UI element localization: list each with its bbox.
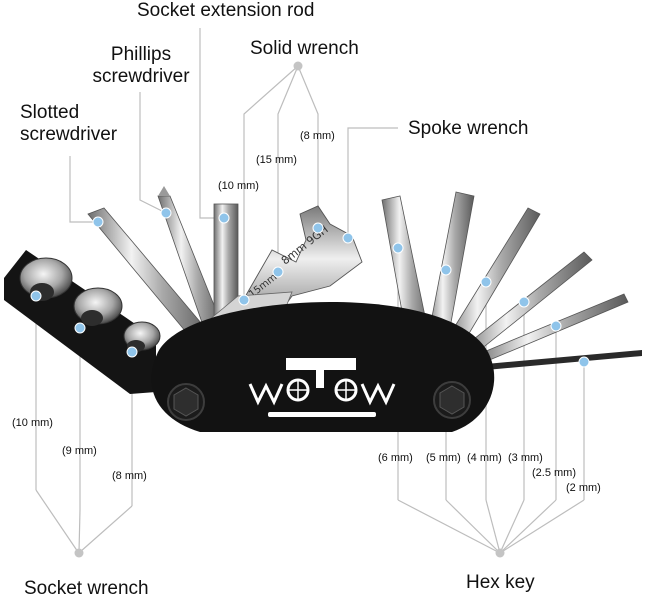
label-spoke-wrench: Spoke wrench <box>408 118 529 139</box>
leader-phillips <box>139 92 167 214</box>
leader-slotted <box>69 156 98 223</box>
leader-solid-b <box>277 65 299 272</box>
dot-wrench-8 <box>312 222 324 234</box>
size-hex-5mm: (5 mm) <box>426 452 461 464</box>
size-socket-8mm: (8 mm) <box>112 470 147 482</box>
label-phillips-line1: Phillips <box>110 44 172 65</box>
label-phillips-line2: screwdriver <box>92 66 190 87</box>
leader-solid-c <box>297 65 319 228</box>
dot-wrench-10 <box>238 294 250 306</box>
dot-socket-10 <box>30 290 42 302</box>
hex-2mm <box>486 350 642 370</box>
dot-phillips <box>160 207 172 219</box>
dot-extension <box>218 212 230 224</box>
dot-spoke <box>342 232 354 244</box>
size-wrench-10mm: (10 mm) <box>218 180 259 192</box>
dot-solid-wrench-hub <box>293 61 303 71</box>
label-socket-extension-rod: Socket extension rod <box>137 0 315 21</box>
leader-spoke <box>347 127 398 238</box>
dot-hex-2 <box>578 356 590 368</box>
leader-socket-a2 <box>35 489 79 553</box>
dot-socket-8 <box>126 346 138 358</box>
leader-solid-a <box>243 65 299 300</box>
size-wrench-8mm: (8 mm) <box>300 130 335 142</box>
label-socket-wrench: Socket wrench <box>24 578 149 599</box>
dot-hex-5 <box>440 264 452 276</box>
label-slotted-line2: screwdriver <box>20 124 118 145</box>
label-hex-key: Hex key <box>466 572 535 593</box>
tool-body <box>151 302 495 432</box>
dot-socket-9 <box>74 322 86 334</box>
dot-hex-4 <box>480 276 492 288</box>
size-hex-6mm: (6 mm) <box>378 452 413 464</box>
size-socket-10mm: (10 mm) <box>12 417 53 429</box>
dot-hex-3 <box>518 296 530 308</box>
label-phillips: Phillips screwdriver <box>86 44 196 88</box>
size-wrench-15mm: (15 mm) <box>256 154 297 166</box>
size-hex-3mm: (3 mm) <box>508 452 543 464</box>
marker-dots <box>30 61 590 558</box>
leader-socket-b2 <box>78 509 81 553</box>
dot-hex-2-5 <box>550 320 562 332</box>
label-slotted-line1: Slotted <box>20 102 80 123</box>
size-hex-2-5mm: (2.5 mm) <box>532 467 576 479</box>
dot-hex-6 <box>392 242 404 254</box>
dot-socket-hub <box>74 548 84 558</box>
dot-hex-hub <box>495 548 505 558</box>
dot-wrench-15 <box>272 266 284 278</box>
leader-socket-c2 <box>79 505 133 553</box>
label-solid-wrench: Solid wrench <box>250 38 359 59</box>
brand-logo <box>248 358 396 417</box>
size-hex-4mm: (4 mm) <box>467 452 502 464</box>
dot-slotted <box>92 216 104 228</box>
label-slotted: Slotted screwdriver <box>20 102 117 146</box>
socket-housing <box>4 250 161 394</box>
size-hex-2mm: (2 mm) <box>566 482 601 494</box>
size-socket-9mm: (9 mm) <box>62 445 97 457</box>
